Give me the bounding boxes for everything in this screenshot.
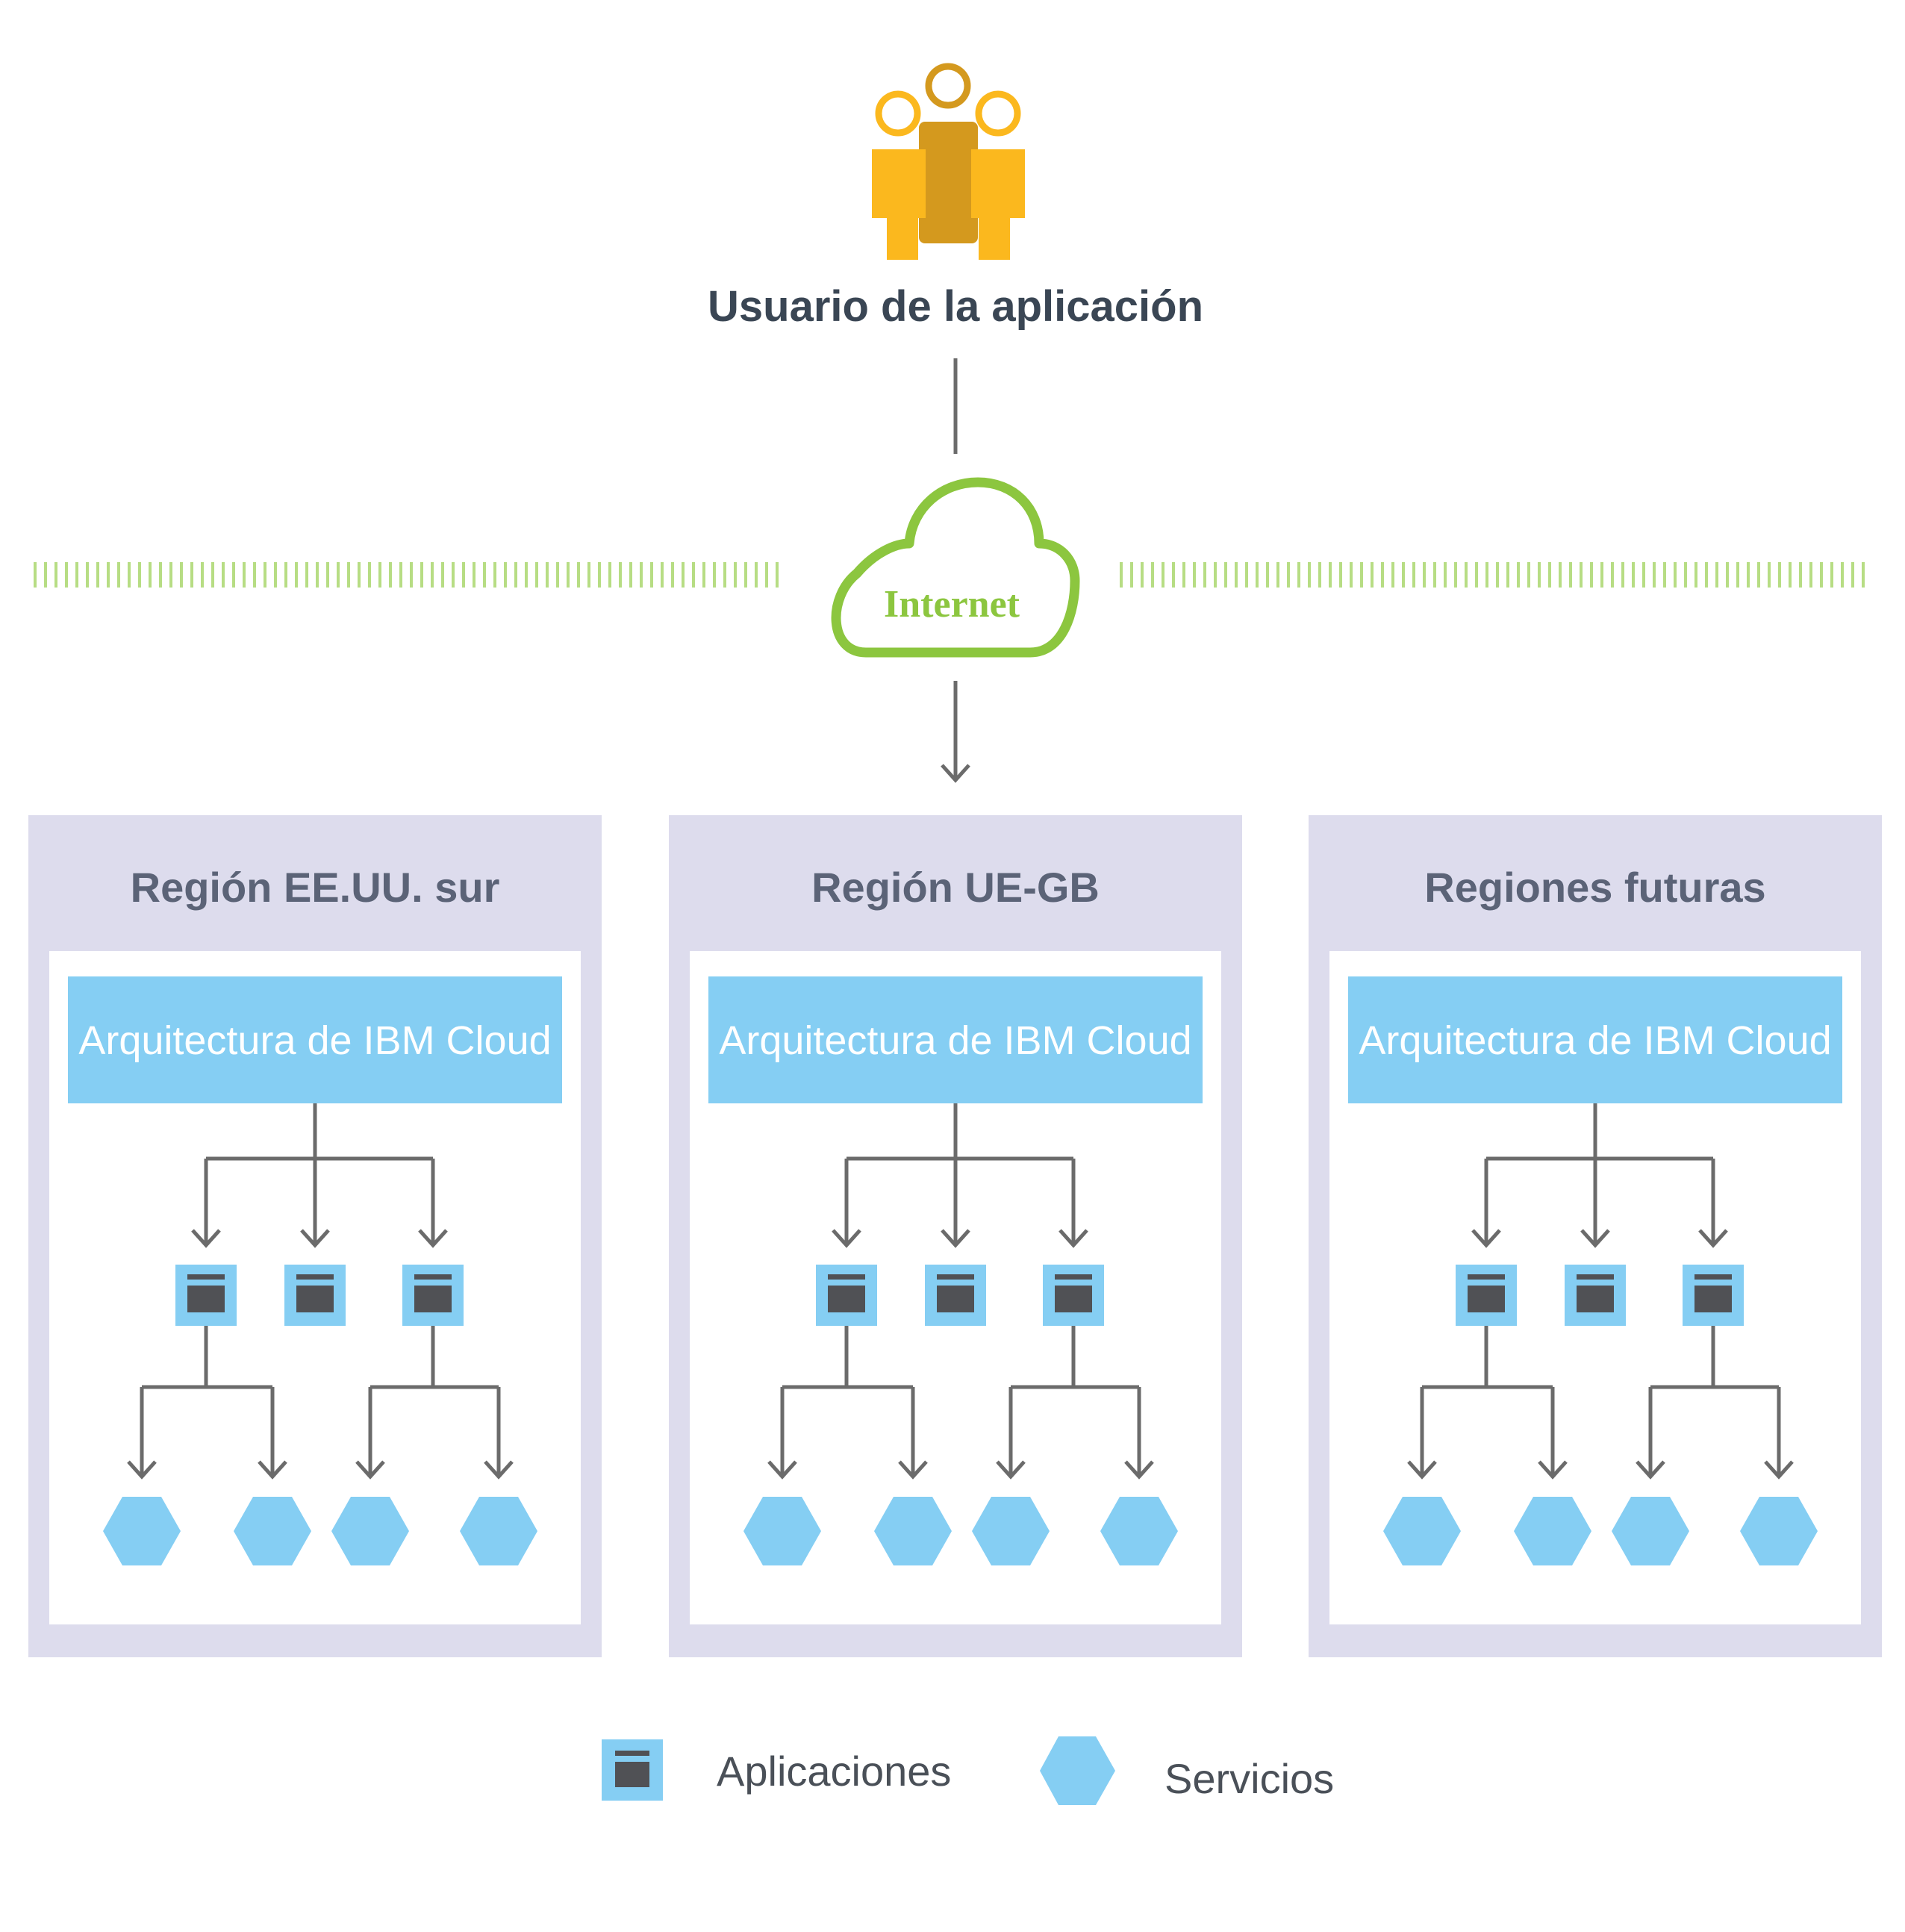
internet-label: Internet xyxy=(884,583,1020,626)
service-hexagon xyxy=(234,1497,311,1565)
cloud-icon xyxy=(831,477,1080,658)
architecture-box xyxy=(1348,976,1842,1103)
service-hexagon xyxy=(1383,1497,1461,1565)
application-window-icon xyxy=(1456,1265,1517,1326)
architecture-label: Arquitectura de IBM Cloud xyxy=(719,1018,1191,1063)
service-hexagon xyxy=(874,1497,952,1565)
legend-applications-label: Aplicaciones xyxy=(717,1748,951,1795)
architecture-box xyxy=(708,976,1203,1103)
application-window-icon xyxy=(402,1265,464,1326)
service-hexagon xyxy=(1514,1497,1591,1565)
service-hexagon xyxy=(1612,1497,1689,1565)
application-window-icon xyxy=(1565,1265,1626,1326)
application-window-icon xyxy=(1683,1265,1744,1326)
service-hexagon xyxy=(972,1497,1050,1565)
legend-services-label: Servicios xyxy=(1164,1755,1334,1802)
application-window-icon xyxy=(925,1265,986,1326)
application-window-icon xyxy=(284,1265,346,1326)
service-hexagon xyxy=(331,1497,409,1565)
legend: Aplicaciones Servicios xyxy=(602,1736,1334,1805)
connector-internet-regions xyxy=(941,681,970,783)
region-title: Región EE.UU. sur xyxy=(131,864,500,911)
user-label: Usuario de la aplicación xyxy=(708,282,1203,331)
region-eu-gb: Región UE-GB Arquitectura de IBM Cloud xyxy=(669,815,1242,1657)
service-hexagon xyxy=(1740,1497,1818,1565)
architecture-box xyxy=(68,976,562,1103)
architecture-label: Arquitectura de IBM Cloud xyxy=(78,1018,551,1063)
service-hexagon xyxy=(103,1497,181,1565)
application-window-icon xyxy=(1043,1265,1104,1326)
application-window-icon xyxy=(602,1739,663,1801)
service-hexagon xyxy=(460,1497,537,1565)
region-title: Región UE-GB xyxy=(811,864,1100,911)
hexagon-service-icon xyxy=(1040,1736,1115,1805)
architecture-label: Arquitectura de IBM Cloud xyxy=(1359,1018,1831,1063)
application-window-icon xyxy=(816,1265,877,1326)
application-window-icon xyxy=(175,1265,237,1326)
service-hexagon xyxy=(743,1497,821,1565)
region-title: Regiones futuras xyxy=(1424,864,1765,911)
service-hexagon xyxy=(1100,1497,1178,1565)
users-group-icon xyxy=(872,63,1025,260)
